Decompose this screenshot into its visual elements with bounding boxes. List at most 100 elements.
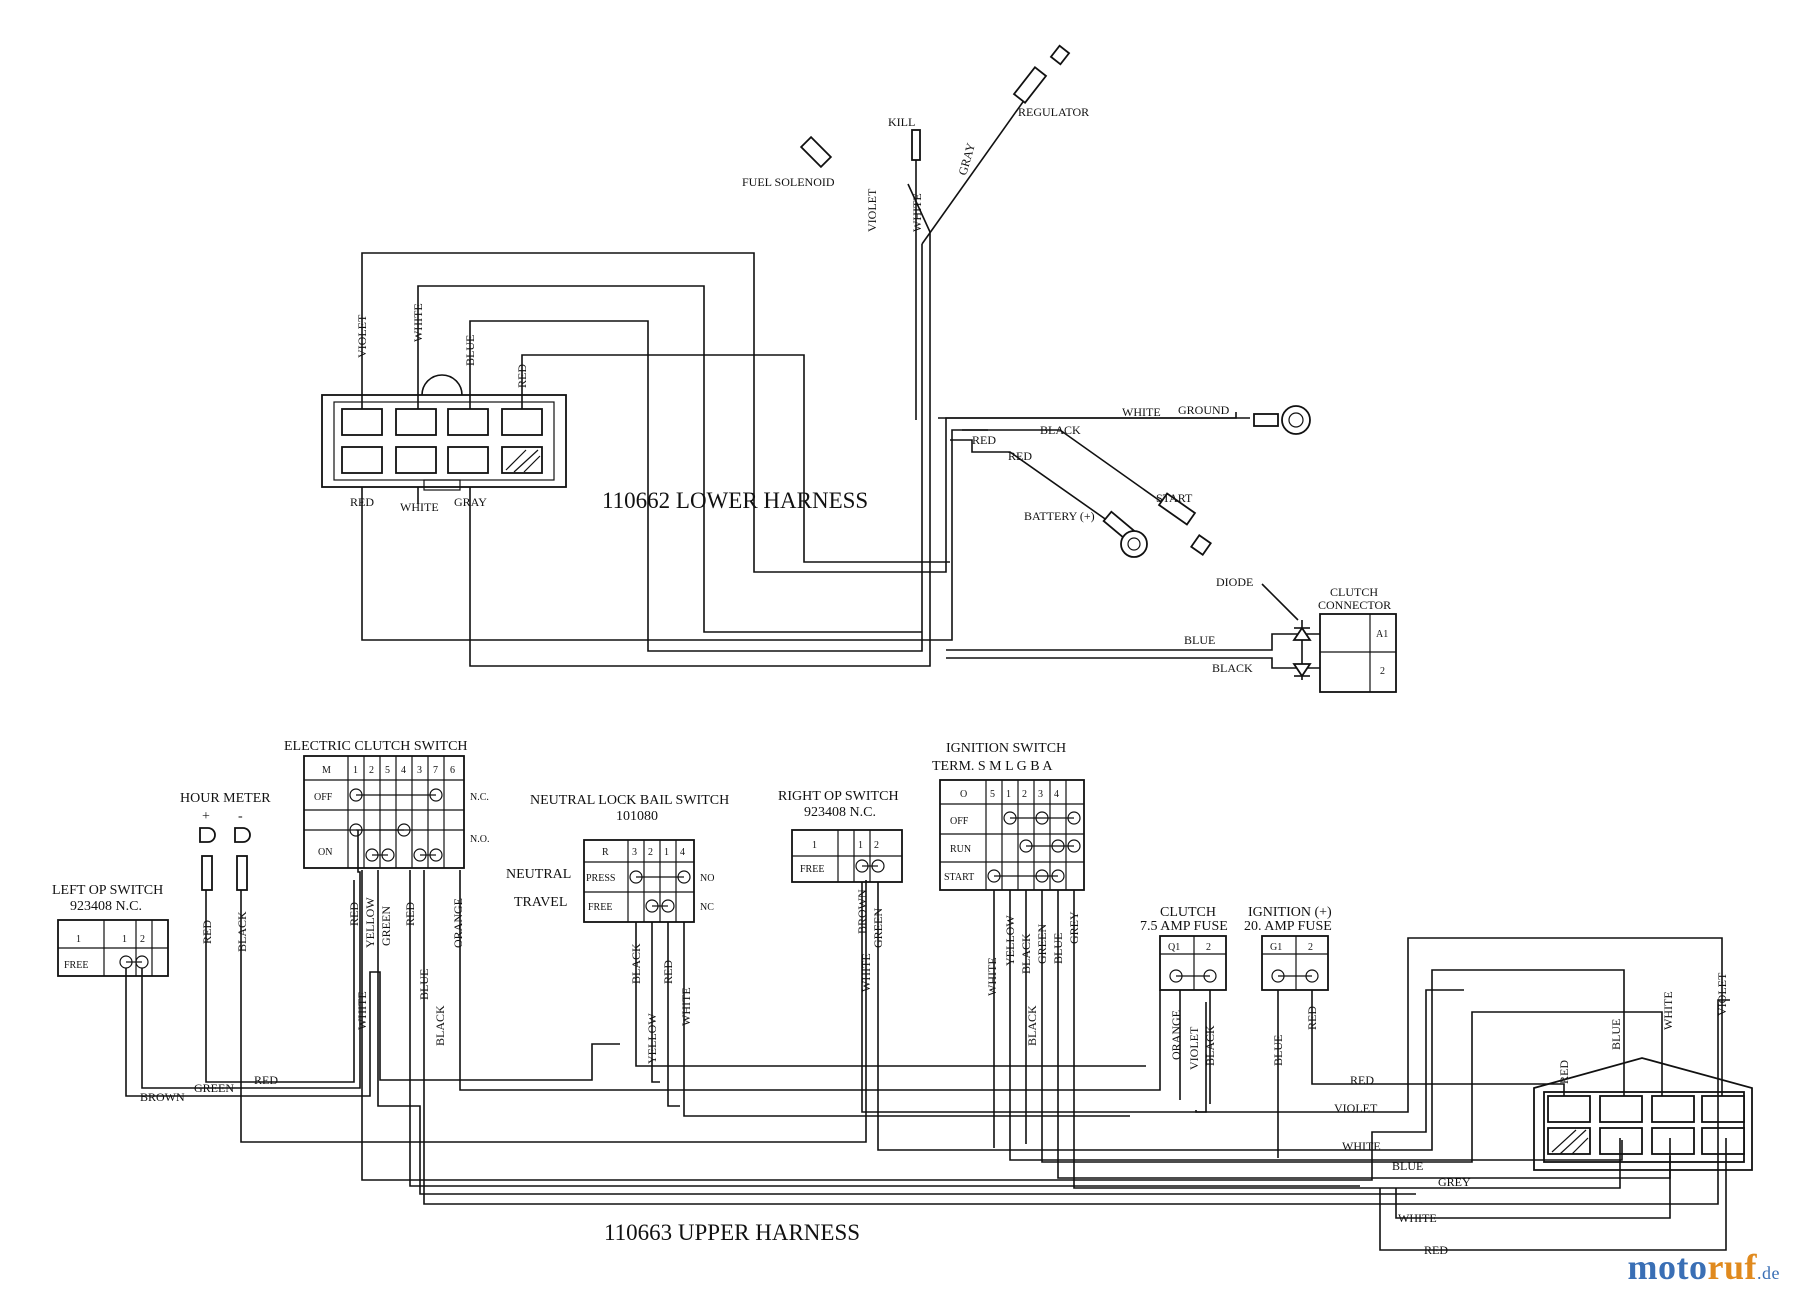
wire-label-red: RED xyxy=(515,364,529,388)
wire-nl-red: RED xyxy=(661,960,675,984)
wire-h-red: RED xyxy=(254,1073,278,1087)
cell-r: R xyxy=(602,847,609,858)
fuel-solenoid-terminal xyxy=(799,135,833,169)
cell-g1-2: 2 xyxy=(1308,942,1313,953)
wire-label-black-clutch: BLACK xyxy=(1212,661,1253,675)
cell-ecs-1: 1 xyxy=(353,765,358,776)
wire-rop-white: WHITE xyxy=(859,953,873,992)
diode-label: DIODE xyxy=(1216,575,1253,589)
cell-ig-5: 5 xyxy=(990,789,995,800)
right-op-switch-part: 923408 N.C. xyxy=(804,805,876,820)
electric-clutch-switch-label: ELECTRIC CLUTCH SWITCH xyxy=(284,739,468,754)
cell-nl-3: 3 xyxy=(632,847,637,858)
cell-ecs-7: 7 xyxy=(433,765,438,776)
hour-meter-label: HOUR METER xyxy=(180,791,271,806)
clutch-connector-label-1: CLUTCH xyxy=(1330,585,1378,599)
regulator-label: REGULATOR xyxy=(1018,105,1089,119)
cell-nl-free: FREE xyxy=(588,902,612,913)
fuel-solenoid-label: FUEL SOLENOID xyxy=(742,175,835,189)
upper-harness-connector xyxy=(1533,1057,1753,1171)
wire-label-gray-regulator: GRAY xyxy=(955,141,978,177)
cell-ecs-4: 4 xyxy=(401,765,406,776)
wire-conn-blue: BLUE xyxy=(1609,1019,1623,1050)
wire-nl-yellow: YELLOW xyxy=(645,1013,659,1064)
wire-ig-white: WHITE xyxy=(985,957,999,996)
cell-ecs-on: ON xyxy=(318,847,332,858)
wire-ig-grey: GREY xyxy=(1067,911,1081,944)
clutch-connector-label-2: CONNECTOR xyxy=(1318,598,1391,612)
wire-label-violet: VIOLET xyxy=(355,314,369,358)
ignition-switch-label: IGNITION SWITCH xyxy=(946,741,1066,756)
wire-ig-green: GREEN xyxy=(1035,924,1049,964)
cell-ecs-off: OFF xyxy=(314,792,333,803)
clutch-connector xyxy=(1319,613,1397,693)
start-label: START xyxy=(1156,491,1193,505)
wire-conn-red: RED xyxy=(1557,1060,1571,1084)
wire-label-red-2: RED xyxy=(1008,449,1032,463)
upper-harness xyxy=(57,755,1753,1251)
neutral-lock-part: 101080 xyxy=(616,809,658,824)
wire-ecs-red: RED xyxy=(347,902,361,926)
cell-ig-4: 4 xyxy=(1054,789,1059,800)
wire-h-red-3: RED xyxy=(1424,1243,1448,1257)
ign-fuse-label-2: 20. AMP FUSE xyxy=(1244,919,1332,934)
cell-q1: Q1 xyxy=(1168,942,1180,953)
wire-fuse-red: RED xyxy=(1305,1006,1319,1030)
ignition-fuse xyxy=(1261,935,1329,991)
wire-conn-white: WHITE xyxy=(1661,991,1675,1030)
cell-ecs-3: 3 xyxy=(417,765,422,776)
cell-1b-left: 1 xyxy=(122,934,127,945)
ground-lug xyxy=(1253,413,1279,427)
cell-rop-1b: 1 xyxy=(858,840,863,851)
cell-ig-start: START xyxy=(944,872,974,883)
wire-label-white-ground: WHITE xyxy=(1122,405,1161,419)
wire-label-white-bottom: WHITE xyxy=(400,500,439,514)
wire-conn-violet: VIOLET xyxy=(1715,972,1729,1016)
wire-ecs-orange: ORANGE xyxy=(451,898,465,948)
wire-h-blue: BLUE xyxy=(1392,1159,1423,1173)
ground-label: GROUND xyxy=(1178,403,1230,417)
cell-ig-2: 2 xyxy=(1022,789,1027,800)
wire-label-red-1: RED xyxy=(972,433,996,447)
wire-fuse-orange: ORANGE xyxy=(1169,1010,1183,1060)
ign-fuse-label-1: IGNITION (+) xyxy=(1248,905,1332,920)
wire-h-brown: BROWN xyxy=(140,1090,185,1104)
lower-harness xyxy=(321,44,1397,693)
cell-nl-2: 2 xyxy=(648,847,653,858)
wire-fuse-violet: VIOLET xyxy=(1187,1026,1201,1070)
diode-symbol xyxy=(1292,626,1312,641)
wire-fuse-black: BLACK xyxy=(1203,1025,1217,1066)
watermark-ruf: ruf xyxy=(1707,1247,1757,1287)
wire-h-grey: GREY xyxy=(1438,1175,1471,1189)
wire-rop-brown: BROWN xyxy=(855,889,869,934)
battery-label: BATTERY (+) xyxy=(1024,509,1095,523)
nl-no: NO xyxy=(700,873,714,884)
wire-label-blue-clutch: BLUE xyxy=(1184,633,1215,647)
ignition-switch xyxy=(939,779,1085,891)
start-terminal xyxy=(1157,492,1197,526)
cell-ecs-2: 2 xyxy=(369,765,374,776)
cell-nl-1: 1 xyxy=(664,847,669,858)
wire-nl-black: BLACK xyxy=(629,943,643,984)
lower-harness-labels: 110662 LOWER HARNESS VIOLET WHITE BLUE R… xyxy=(350,105,1391,677)
wire-label-black-start: BLACK xyxy=(1040,423,1081,437)
neutral-lock-label: NEUTRAL LOCK BAIL SWITCH xyxy=(530,793,729,808)
lower-harness-title: 110662 LOWER HARNESS xyxy=(602,488,868,513)
wire-label-blue: BLUE xyxy=(463,335,477,366)
ignition-term-label: TERM. S M L G B A xyxy=(932,759,1053,774)
neutral-label: NEUTRAL xyxy=(506,867,571,882)
wire-ecs-red-2: RED xyxy=(403,902,417,926)
cell-press: PRESS xyxy=(586,873,615,884)
nl-nc: NC xyxy=(700,902,714,913)
wire-label-white: WHITE xyxy=(411,303,425,342)
wire-label-violet-fuel: VIOLET xyxy=(865,188,879,232)
travel-label: TRAVEL xyxy=(514,895,567,910)
wire-ig-black-2: BLACK xyxy=(1025,1005,1039,1046)
pin-2: 2 xyxy=(1380,666,1385,677)
wire-ecs-white: WHITE xyxy=(355,991,369,1030)
cell-ecs-5: 5 xyxy=(385,765,390,776)
wire-h-green: GREEN xyxy=(194,1081,234,1095)
upper-harness-title: 110663 UPPER HARNESS xyxy=(604,1220,860,1245)
clutch-fuse-label-1: CLUTCH xyxy=(1160,905,1216,920)
